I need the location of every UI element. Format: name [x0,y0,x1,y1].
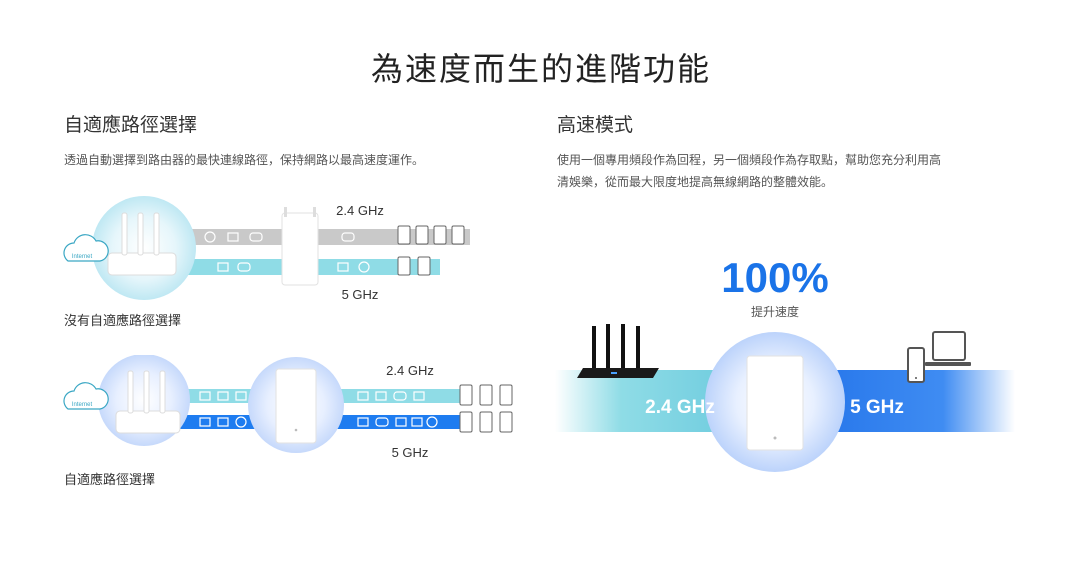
right-description-line1: 使用一個專用頻段作為回程，另一個頻段作為存取點，幫助您充分利用高 [557,153,942,167]
device-icons-bottom [459,384,513,433]
media-icons-teal [217,262,251,272]
cloud-icon [63,382,109,410]
right-heading: 高速模式 [557,114,634,136]
phone-icon [907,347,925,383]
band-5g-label: 5 GHz [392,445,429,460]
media-icons-gray [204,231,263,243]
right-description-line2: 清娛樂，從而最大限度地提高無線網路的整體效能。 [557,175,834,189]
speed-stat-label: 提升速度 [750,305,799,319]
cloud-icon [63,234,109,262]
caption-adaptive: 自適應路徑選擇 [64,473,156,488]
diagram-without-adaptive-path: Internet [60,195,530,310]
page-title: 為速度而生的進階功能 [370,50,711,88]
media-icons-right [357,391,438,428]
left-heading: 自適應路徑選擇 [64,114,198,136]
band-2g-label: 2.4 GHz [645,397,715,418]
media-icons-right [337,232,370,273]
internet-label: Internet [72,254,93,260]
extender-icon [275,368,317,444]
band-2g-label: 2.4 GHz [336,203,384,218]
band-5g-label: 5 GHz [342,287,379,302]
extender-icon [746,355,804,451]
diagram-adaptive-path: Internet [60,354,530,470]
speed-stat-value: 100% [721,254,829,301]
internet-label: Internet [72,402,93,408]
extender-icon [281,207,319,286]
high-speed-diagram: 2.4 GHz 5 GHz [555,320,1015,480]
caption-without-adaptive: 沒有自適應路徑選擇 [64,314,182,329]
left-description: 透過自動選擇到路由器的最快連線路徑，保持網路以最高速度運作。 [64,153,425,167]
device-icons-top [397,225,465,276]
router-icon [107,212,177,276]
band-2g-label: 2.4 GHz [386,363,434,378]
band-5g-label: 5 GHz [850,397,904,418]
media-icons-left [199,391,247,428]
laptop-icon [925,331,971,366]
router-icon [115,370,181,434]
router-icon [577,324,659,378]
